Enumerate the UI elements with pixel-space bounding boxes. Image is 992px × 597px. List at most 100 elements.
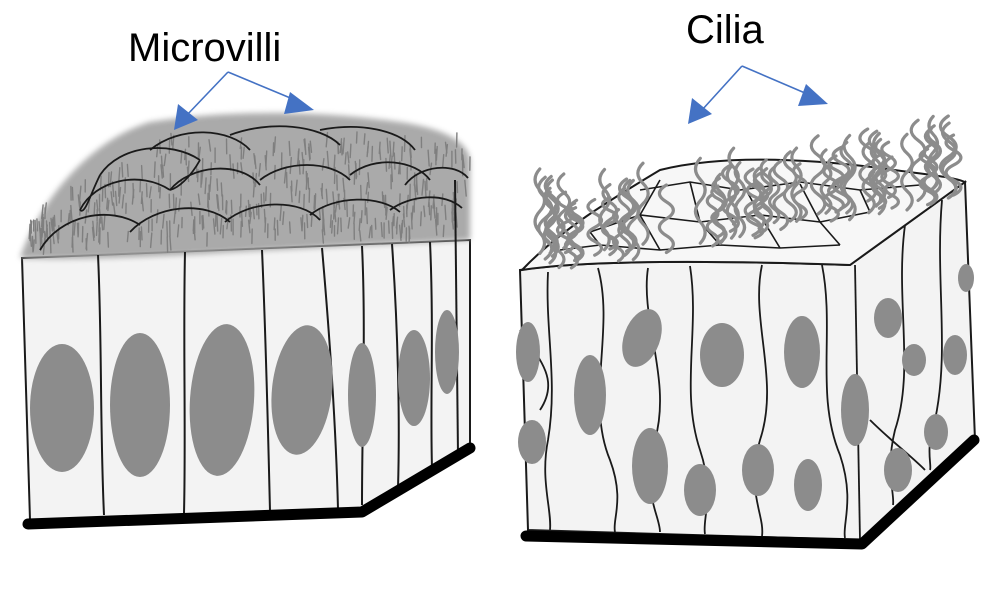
microvillus xyxy=(368,141,369,152)
microvillus xyxy=(387,138,388,153)
microvillus xyxy=(445,205,446,219)
microvillus xyxy=(274,218,275,230)
microvillus xyxy=(322,209,323,220)
microvillus xyxy=(185,149,186,159)
microvillus xyxy=(452,218,453,229)
microvillus xyxy=(442,194,443,205)
microvillus xyxy=(102,217,103,230)
microvillus xyxy=(233,164,234,178)
microvillus xyxy=(99,228,100,242)
microvillus xyxy=(307,215,308,228)
microvillus xyxy=(401,224,402,238)
microvillus xyxy=(359,219,360,231)
microvillus xyxy=(289,141,290,155)
microvillus xyxy=(72,188,73,201)
microvillus xyxy=(425,181,426,197)
microvillus xyxy=(266,187,267,201)
microvillus xyxy=(217,179,218,190)
microvillus xyxy=(122,163,123,177)
microvillus xyxy=(364,134,365,144)
microvillus xyxy=(108,200,109,210)
microvillus xyxy=(54,216,55,227)
microvillus xyxy=(381,223,382,237)
microvillus xyxy=(108,233,109,248)
microvillus xyxy=(246,206,247,216)
microvillus xyxy=(405,136,406,152)
nucleus xyxy=(574,355,606,435)
microvillus xyxy=(147,184,148,197)
microvillus xyxy=(347,201,348,216)
microvillus xyxy=(253,182,254,197)
microvillus xyxy=(361,211,362,223)
microvilli-arrow-left xyxy=(186,72,228,116)
microvillus xyxy=(174,194,175,209)
microvillus xyxy=(50,222,51,237)
microvillus xyxy=(265,218,266,232)
microvillus xyxy=(167,221,168,237)
microvillus xyxy=(188,161,189,175)
microvillus xyxy=(127,231,128,241)
nucleus xyxy=(516,322,540,382)
microvillus xyxy=(319,209,320,219)
microvillus xyxy=(382,192,383,202)
nucleus xyxy=(943,335,967,375)
microvillus xyxy=(42,214,43,230)
microvillus xyxy=(375,219,376,230)
microvillus xyxy=(217,216,218,231)
microvillus xyxy=(226,201,227,212)
microvillus xyxy=(434,198,435,208)
nucleus xyxy=(632,428,668,504)
microvillus xyxy=(410,146,411,158)
microvillus xyxy=(361,185,362,199)
microvillus xyxy=(141,227,142,240)
arrowhead xyxy=(798,84,828,106)
microvillus xyxy=(140,179,141,191)
microvillus xyxy=(241,222,242,238)
nucleus xyxy=(684,464,716,516)
microvillus xyxy=(97,222,98,235)
microvillus xyxy=(431,206,432,220)
microvillus xyxy=(330,215,331,227)
cilia-epithelium xyxy=(516,116,975,544)
microvillus xyxy=(230,155,231,170)
microvillus xyxy=(443,155,444,167)
microvillus xyxy=(205,178,206,194)
microvillus xyxy=(421,212,422,226)
microvillus xyxy=(341,218,342,231)
microvillus xyxy=(170,236,171,250)
microvillus xyxy=(133,183,134,197)
microvillus xyxy=(86,239,87,250)
microvilli-label: Microvilli xyxy=(128,28,281,68)
cilia-arrow-left xyxy=(702,66,742,110)
cilia-label: Cilia xyxy=(686,10,764,50)
microvillus xyxy=(335,211,336,222)
nucleus xyxy=(398,330,430,426)
microvillus xyxy=(266,151,267,166)
microvillus xyxy=(32,236,33,252)
microvilli-epithelium xyxy=(20,113,470,524)
microvillus xyxy=(409,228,410,243)
nucleus xyxy=(958,264,974,292)
microvillus xyxy=(283,212,284,225)
microvillus xyxy=(141,192,142,204)
nucleus xyxy=(874,298,902,338)
nucleus xyxy=(435,310,459,394)
microvillus xyxy=(354,212,355,223)
microvillus xyxy=(379,142,380,153)
microvillus xyxy=(94,203,95,214)
microvillus xyxy=(299,191,300,202)
nucleus xyxy=(700,323,744,387)
microvillus xyxy=(171,133,172,145)
nucleus xyxy=(30,344,94,472)
microvillus xyxy=(394,153,395,169)
microvillus xyxy=(203,216,204,229)
nucleus xyxy=(784,316,820,388)
microvillus xyxy=(160,187,161,198)
microvillus xyxy=(372,146,373,161)
cilia-arrow-right xyxy=(742,66,812,96)
microvillus xyxy=(389,221,390,233)
nucleus xyxy=(794,459,822,511)
microvillus xyxy=(154,162,155,177)
